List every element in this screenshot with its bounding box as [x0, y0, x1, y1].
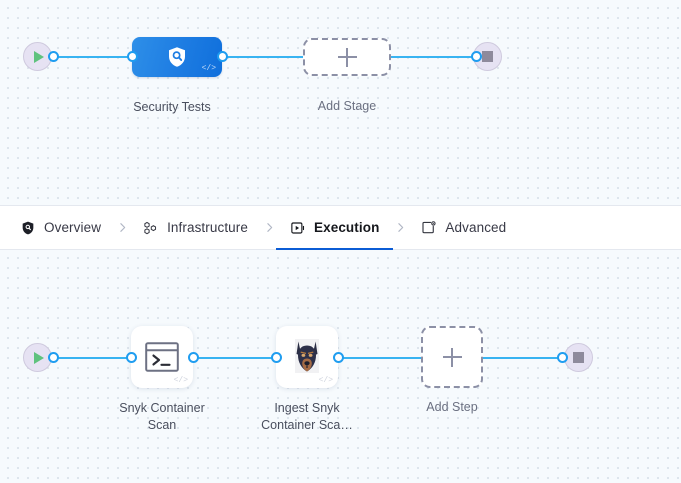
edge-start-to-snyk-container-scan[interactable] — [57, 357, 135, 359]
molecule-icon — [144, 221, 157, 234]
step-1-input-port[interactable] — [126, 352, 137, 363]
play-box-icon — [291, 221, 305, 234]
tab-overview[interactable]: Overview — [18, 206, 103, 250]
add-step-button[interactable] — [421, 326, 483, 388]
chevron-right-icon — [398, 223, 404, 232]
stop-icon — [482, 51, 493, 62]
tab-advanced[interactable]: Advanced — [419, 206, 508, 250]
add-step-label: Add Step — [426, 400, 478, 414]
tab-separator-2 — [250, 221, 288, 234]
stop-icon — [573, 352, 584, 363]
step-1-output-port[interactable] — [188, 352, 199, 363]
tab-execution[interactable]: Execution — [275, 206, 394, 251]
terminal-icon — [145, 342, 179, 372]
execution-end-port[interactable] — [557, 352, 568, 363]
chevron-right-icon — [266, 223, 272, 232]
add-stage-button[interactable] — [303, 38, 391, 76]
stage-node-security-tests[interactable]: </> — [132, 37, 222, 77]
edge-add-stage-to-end[interactable] — [391, 56, 478, 58]
plus-icon — [337, 47, 357, 67]
shield-magnifier-icon — [169, 47, 185, 67]
tab-execution-label: Execution — [314, 220, 380, 235]
edge-add-step-to-end[interactable] — [483, 357, 563, 359]
plus-icon — [442, 347, 462, 367]
pipeline-start-port[interactable] — [48, 51, 59, 62]
snyk-dog-icon — [295, 339, 319, 373]
step-node-ingest-snyk-container-scan[interactable]: </> — [276, 326, 338, 388]
play-icon — [34, 50, 44, 63]
tab-infrastructure-label: Infrastructure — [167, 220, 248, 235]
pipeline-section-tabs: Overview Infrastructure — [0, 205, 681, 251]
chevron-right-icon — [119, 223, 125, 232]
stage-output-port[interactable] — [217, 51, 228, 62]
stage-row: </> Security Tests Add Stage — [0, 0, 681, 205]
play-icon — [34, 351, 44, 364]
card-gear-icon — [422, 220, 437, 233]
step-node-snyk-container-scan[interactable]: </> — [131, 326, 193, 388]
edge-start-to-security-tests[interactable] — [57, 56, 137, 58]
edge-snyk-scan-to-ingest[interactable] — [197, 357, 277, 359]
execution-start-port[interactable] — [48, 352, 59, 363]
step-code-badge[interactable]: </> — [318, 376, 333, 385]
stage-label-security-tests: Security Tests — [133, 100, 211, 114]
step-code-badge[interactable]: </> — [173, 376, 188, 385]
stage-input-port[interactable] — [127, 51, 138, 62]
edge-ingest-to-add-step[interactable] — [342, 357, 422, 359]
step-2-input-port[interactable] — [271, 352, 282, 363]
pipeline-start-node[interactable] — [23, 42, 52, 71]
execution-graph-canvas[interactable]: </> Snyk Container Scan — [0, 250, 681, 483]
shield-icon — [22, 221, 34, 234]
step-row: </> Snyk Container Scan — [0, 250, 681, 483]
tab-separator-1 — [103, 221, 141, 234]
tab-infrastructure[interactable]: Infrastructure — [141, 206, 250, 250]
execution-end-node[interactable] — [564, 343, 593, 372]
tab-overview-label: Overview — [44, 220, 102, 235]
stage-code-badge[interactable]: </> — [201, 64, 216, 73]
step-2-output-port[interactable] — [333, 352, 344, 363]
step-label-snyk-container-scan: Snyk Container Scan — [119, 401, 205, 432]
pipeline-end-port[interactable] — [471, 51, 482, 62]
tab-separator-3 — [381, 221, 419, 234]
step-label-ingest-snyk-container-scan: Ingest Snyk Container Sca… — [261, 401, 353, 432]
stage-graph-canvas[interactable]: </> Security Tests Add Stage — [0, 0, 681, 205]
add-stage-label: Add Stage — [317, 99, 377, 113]
edge-security-tests-to-add-stage[interactable] — [226, 56, 306, 58]
tab-advanced-label: Advanced — [445, 220, 507, 235]
